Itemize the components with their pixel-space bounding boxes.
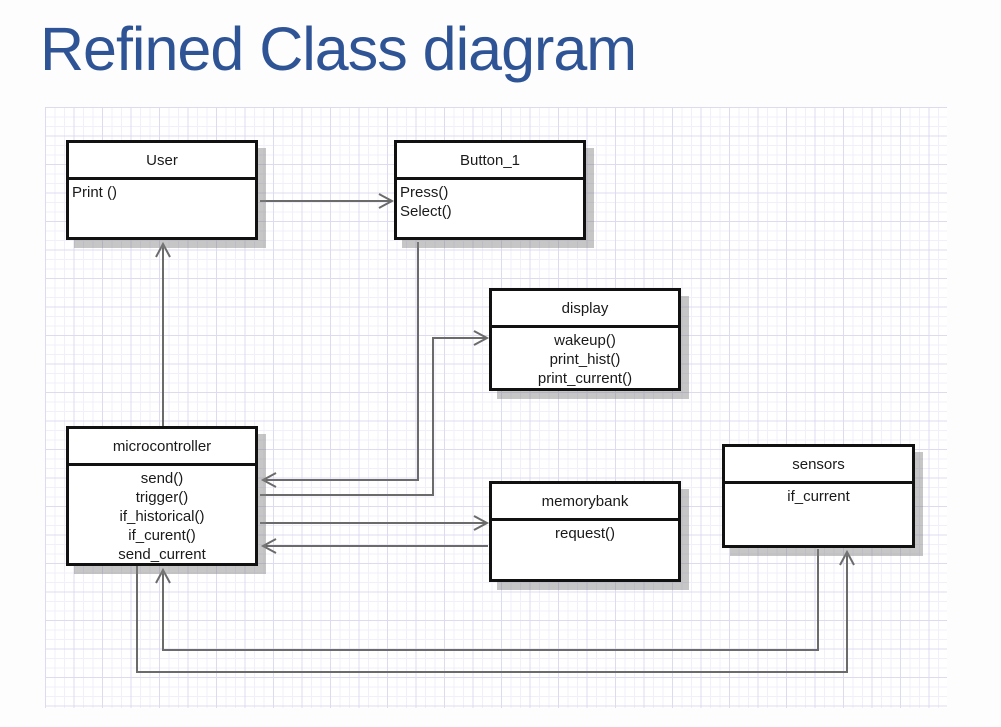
class-box-sensors: sensors if_current [722,444,915,548]
class-methods: request() [554,525,616,542]
class-methods: if_current [787,488,850,505]
class-box-memorybank: memorybank request() [489,481,681,582]
class-box-user: User Print () [66,140,258,240]
page-title: Refined Class diagram [40,15,637,83]
class-methods: Press() Select() [400,184,452,220]
class-name: memorybank [492,484,678,521]
class-box-button1: Button_1 Press() Select() [394,140,586,240]
class-box-microcontroller: microcontroller send() trigger() if_hist… [66,426,258,566]
edge-button1-to-microcontroller [260,242,419,488]
class-methods: Print () [72,184,117,201]
edge-microcontroller-to-display [260,330,490,496]
class-name: display [492,291,678,328]
edge-sensors-to-microcontroller [155,549,819,651]
class-methods: send() trigger() if_historical() if_cure… [118,470,206,563]
class-methods: wakeup() print_hist() print_current() [537,332,633,387]
class-box-display: display wakeup() print_hist() print_curr… [489,288,681,391]
class-name: sensors [725,447,912,484]
class-name: microcontroller [69,429,255,466]
class-name: User [69,143,255,180]
class-name: Button_1 [397,143,583,180]
edge-microcontroller-to-sensors [136,549,855,673]
